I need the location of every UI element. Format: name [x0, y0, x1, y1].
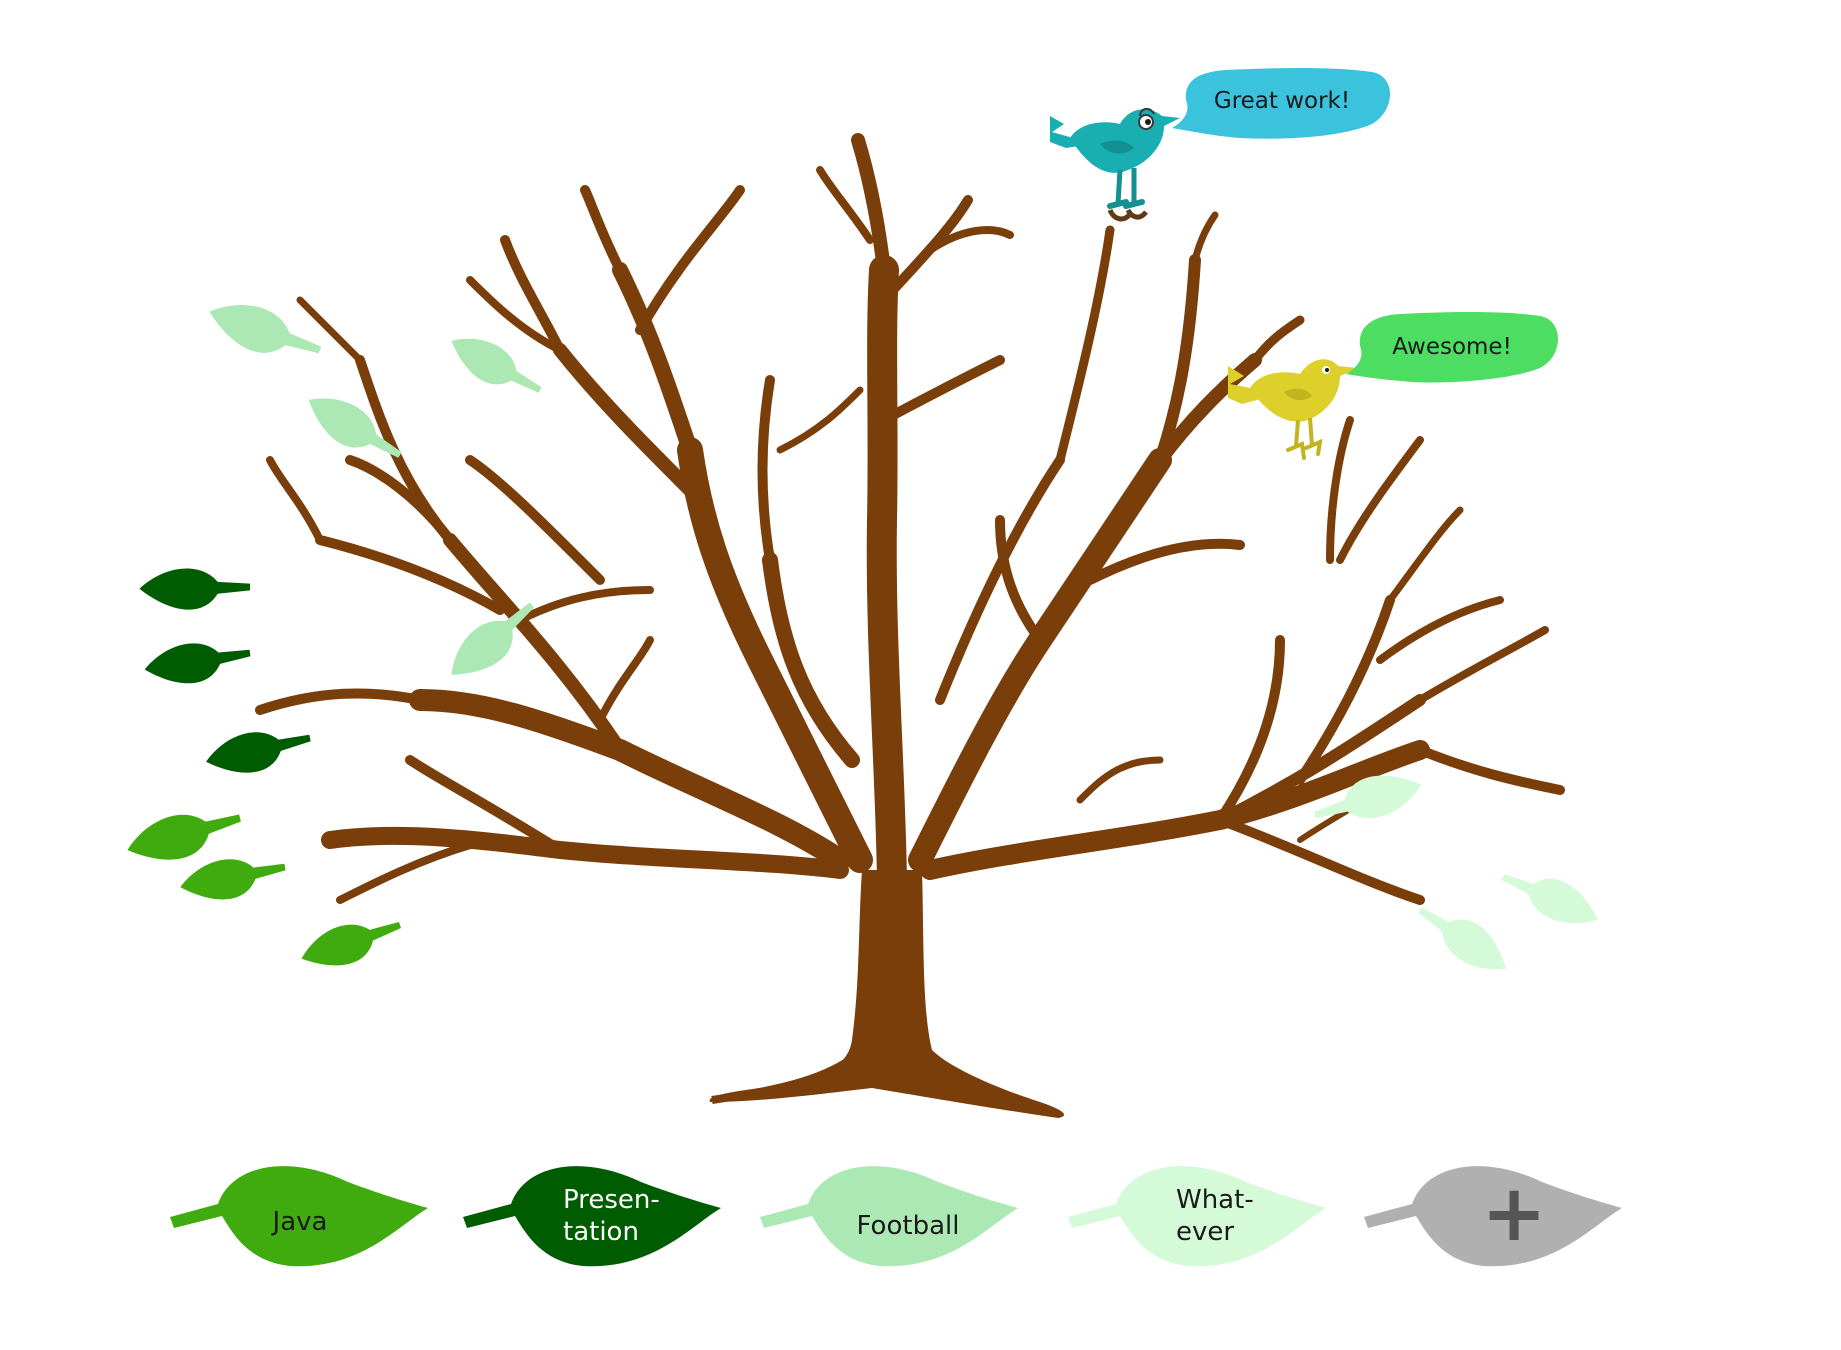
- tree-leaf: [1495, 857, 1607, 937]
- legend-leaf-presentation[interactable]: Presen- tation: [463, 1166, 721, 1267]
- speech-bubble-great-work: Great work!: [1172, 68, 1390, 139]
- add-skill-button[interactable]: +: [1364, 1166, 1622, 1267]
- blue-bird: [1050, 108, 1180, 222]
- speech-bubble-awesome: Awesome!: [1346, 312, 1558, 383]
- tree-leaf: [176, 849, 289, 908]
- legend-leaf-java[interactable]: Java: [170, 1166, 428, 1267]
- legend-label-football: Football: [857, 1211, 960, 1241]
- legend-leaf-whatever[interactable]: What- ever: [1068, 1166, 1326, 1267]
- tree: [255, 133, 1565, 1118]
- legend-label-presentation: Presen- tation: [563, 1185, 668, 1247]
- bubble-shape: [1346, 312, 1558, 383]
- tree-leaf: [139, 568, 250, 610]
- bubble-text-awesome: Awesome!: [1392, 334, 1512, 360]
- tree-trunk: [709, 870, 1064, 1118]
- legend-leaf-football[interactable]: Football: [760, 1166, 1018, 1267]
- tree-leaf: [295, 908, 407, 978]
- legend-label-java: Java: [271, 1207, 328, 1237]
- plus-icon: +: [1481, 1169, 1546, 1259]
- skill-legend: Java Presen- tation Football What- ever: [170, 1166, 1622, 1267]
- bubble-text-great-work: Great work!: [1214, 88, 1350, 114]
- legend-label-whatever: What- ever: [1176, 1185, 1262, 1247]
- bubble-shape: [1172, 68, 1390, 139]
- tree-leaf: [202, 720, 315, 782]
- tree-leaf: [1410, 892, 1518, 984]
- tree-leaf: [141, 635, 254, 690]
- yellow-bird: [1228, 359, 1358, 460]
